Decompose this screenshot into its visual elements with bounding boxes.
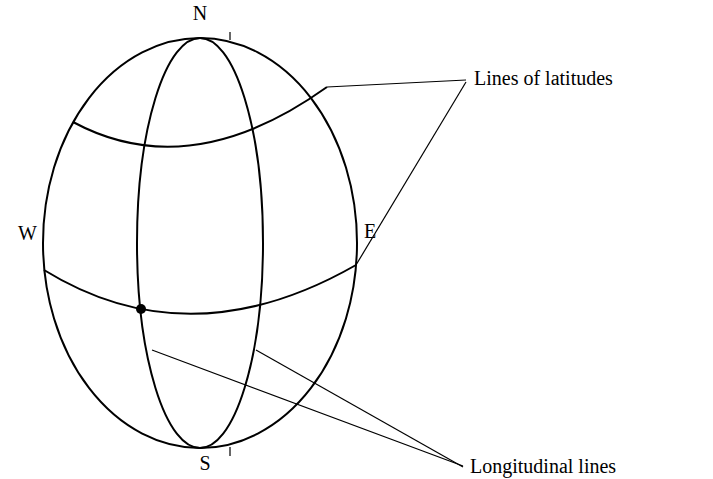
tick-mark	[229, 32, 230, 40]
latitude-line	[73, 87, 327, 147]
compass-label: N	[193, 2, 207, 25]
leader-line	[256, 350, 463, 467]
leader-line	[152, 350, 463, 466]
tick-mark	[229, 447, 230, 456]
leader-line	[327, 80, 466, 87]
latitude-line	[44, 265, 356, 314]
compass-label: E	[364, 220, 376, 243]
location-dot	[136, 304, 146, 314]
callout-label: Lines of latitudes	[474, 67, 613, 90]
compass-label: S	[199, 452, 210, 475]
longitude-ellipse	[137, 38, 263, 448]
globe-outline	[43, 38, 357, 448]
compass-label: W	[18, 222, 37, 245]
leader-line	[356, 82, 466, 265]
callout-label: Longitudinal lines	[470, 455, 616, 478]
